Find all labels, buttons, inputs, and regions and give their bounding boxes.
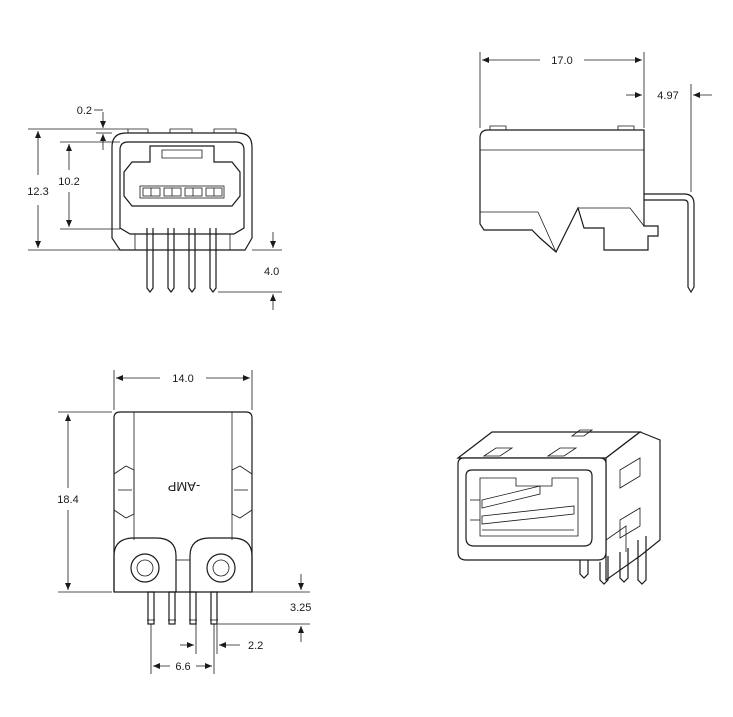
dim-gap-top: 0.2 (77, 105, 92, 117)
dim-opening-height: 10.2 (58, 176, 79, 188)
side-view: 17.0 4.97 (479, 52, 712, 294)
dim-width: 14.0 (172, 373, 193, 385)
bottom-pins (147, 591, 218, 625)
dim-total-height: 12.3 (27, 186, 48, 198)
front-view: 0.2 12.3 10.2 4.0 (27, 105, 282, 310)
bottom-view: -AMP 14.0 18.4 (57, 370, 311, 674)
dim-pin-length-front: 4.0 (264, 266, 279, 278)
dim-pin-length-bottom: 3.25 (290, 602, 311, 614)
dim-pin-pitch: 2.2 (248, 640, 263, 652)
iso-pins (579, 525, 647, 585)
isometric-view (456, 429, 661, 585)
dim-pin-span: 6.6 (175, 661, 190, 673)
dim-side-length: 17.0 (551, 55, 572, 67)
front-pins (146, 228, 217, 293)
dim-depth: 18.4 (57, 494, 78, 506)
brand-mark: -AMP (168, 479, 201, 494)
dim-pin-offset: 4.97 (657, 90, 678, 102)
